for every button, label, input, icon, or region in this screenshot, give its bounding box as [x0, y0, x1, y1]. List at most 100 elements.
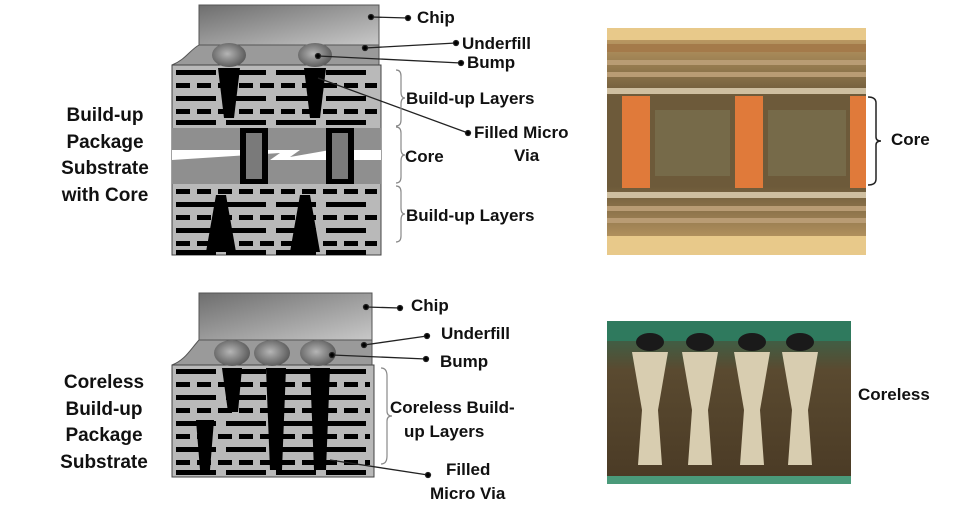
filled-micro-via [222, 368, 242, 412]
copper-trace [226, 250, 266, 255]
copper-trace [326, 395, 366, 400]
copper-trace [218, 189, 232, 194]
copper-trace [323, 460, 337, 465]
leader-lines [314, 13, 472, 137]
filled-micro-via [266, 368, 286, 470]
copper-trace [326, 470, 366, 475]
copper-trace [281, 241, 295, 246]
copper-trace [197, 382, 211, 387]
core-substrate-cross-section [171, 4, 472, 256]
bump [212, 43, 246, 67]
copper-trace [226, 421, 266, 426]
copper-trace [344, 434, 358, 439]
copper-trace [260, 109, 274, 114]
copper-trace [344, 460, 358, 465]
copper-trace [176, 421, 216, 426]
core-substrate-micrograph [607, 28, 882, 255]
bump [636, 333, 664, 351]
filled-micro-via [734, 352, 770, 465]
label-bump: Bump [440, 352, 489, 371]
copper-trace [344, 241, 358, 246]
copper-trace [276, 70, 316, 75]
title-line: Substrate [61, 158, 149, 179]
copper-trace [176, 215, 190, 220]
core-substrate-title: Build-up Package Substrate with Core [20, 103, 190, 209]
copper-trace [323, 241, 337, 246]
copper-trace [281, 189, 295, 194]
label-buildup-top: Build-up Layers [406, 89, 535, 108]
copper-trace [260, 83, 274, 88]
copper-trace [281, 83, 295, 88]
copper-trace [176, 369, 216, 374]
label-underfill: Underfill [441, 324, 510, 343]
coreless-substrate-title: Coreless Build-up Package Substrate [19, 370, 189, 476]
copper-trace [176, 189, 190, 194]
braces [395, 69, 406, 243]
copper-trace [326, 250, 366, 255]
copper-trace [176, 83, 190, 88]
bump [300, 340, 336, 366]
copper-trace [281, 408, 295, 413]
copper-trace [260, 215, 274, 220]
photo-label-core: Core [891, 130, 930, 149]
copper-trace [239, 434, 253, 439]
copper-trace [365, 382, 370, 387]
copper-trace [239, 408, 253, 413]
filled-micro-via [304, 68, 326, 118]
label-chip: Chip [417, 8, 455, 27]
copper-trace [226, 369, 266, 374]
copper-trace [365, 215, 377, 220]
copper-trace [176, 109, 190, 114]
copper-trace [260, 189, 274, 194]
copper-trace [281, 460, 295, 465]
title-line: Substrate [60, 451, 148, 473]
copper-trace [276, 421, 316, 426]
plated-through-hole [735, 96, 763, 188]
copper-trace [176, 434, 190, 439]
copper-trace [326, 120, 366, 125]
copper-trace [326, 447, 366, 452]
copper-trace [365, 189, 377, 194]
copper-trace [276, 250, 316, 255]
copper-trace [226, 228, 266, 233]
copper-trace [323, 382, 337, 387]
copper-trace [260, 434, 274, 439]
copper-trace [344, 83, 358, 88]
copper-trace [197, 189, 211, 194]
copper-trace [239, 215, 253, 220]
title-line: Build-up [66, 105, 144, 126]
title-line: Coreless [63, 372, 145, 393]
copper-trace [239, 460, 253, 465]
core-brace [867, 96, 882, 186]
filled-micro-via [218, 68, 240, 118]
label-coreless-layers-2: up Layers [404, 422, 485, 441]
copper-trace [197, 215, 211, 220]
copper-trace [176, 120, 216, 125]
label-chip: Chip [411, 296, 449, 315]
copper-trace [260, 408, 274, 413]
copper-trace [281, 215, 295, 220]
copper-trace [176, 250, 216, 255]
label-coreless-layers: Coreless Build- [390, 398, 515, 417]
copper-trace [281, 382, 295, 387]
bump [786, 333, 814, 351]
copper-trace [239, 382, 253, 387]
coreless-substrate-micrograph [607, 321, 851, 484]
bump [254, 340, 290, 366]
copper-trace [326, 202, 366, 207]
brace [380, 367, 393, 465]
copper-trace [260, 241, 274, 246]
copper-trace [365, 83, 377, 88]
copper-trace [176, 395, 216, 400]
label-filled-micro-via: Filled Micro [474, 123, 569, 142]
coreless-substrate-cross-section [171, 292, 432, 479]
copper-trace [239, 83, 253, 88]
copper-trace [197, 109, 211, 114]
bump [298, 43, 332, 67]
underfill [171, 44, 380, 66]
copper-trace [276, 369, 316, 374]
copper-trace [344, 382, 358, 387]
filled-micro-via [310, 368, 330, 470]
copper-trace [176, 228, 216, 233]
